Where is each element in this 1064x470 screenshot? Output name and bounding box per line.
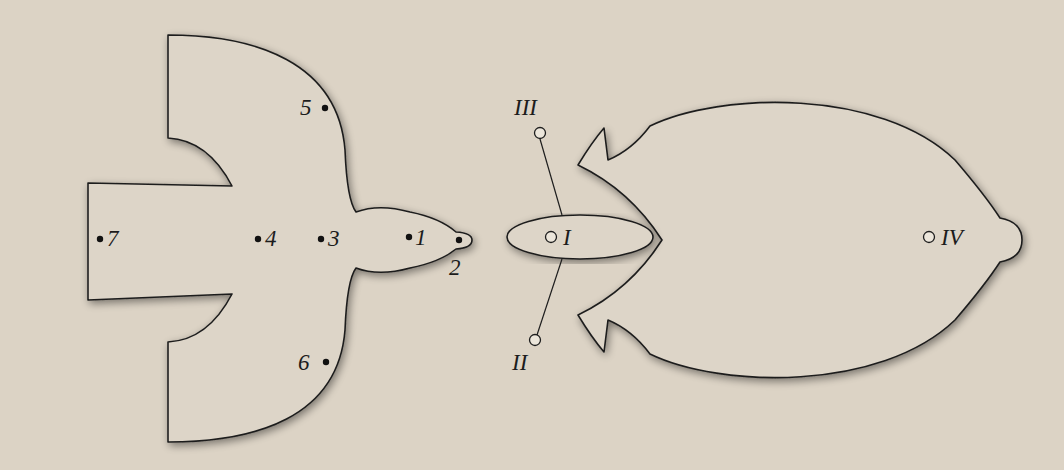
thread-line bbox=[540, 139, 562, 215]
point-dot bbox=[255, 236, 261, 242]
hole-circle bbox=[546, 232, 557, 243]
point-dot bbox=[323, 359, 329, 365]
point-label: 3 bbox=[328, 227, 340, 250]
dove-cutout bbox=[88, 35, 472, 442]
hole-circles bbox=[530, 128, 935, 346]
point-dot bbox=[456, 237, 462, 243]
point-dot bbox=[318, 236, 324, 242]
point-label: III bbox=[514, 96, 537, 119]
point-dot bbox=[322, 105, 328, 111]
point-dot bbox=[406, 234, 412, 240]
point-dots bbox=[97, 105, 462, 365]
point-label: 7 bbox=[107, 227, 119, 250]
ellipse-cutout bbox=[507, 215, 653, 259]
hole-circle bbox=[530, 335, 541, 346]
point-label: 4 bbox=[265, 227, 277, 250]
point-label: 1 bbox=[415, 226, 427, 249]
point-label: IV bbox=[941, 226, 963, 249]
hole-circle bbox=[924, 232, 935, 243]
point-label: 2 bbox=[449, 256, 461, 279]
point-label: 5 bbox=[300, 96, 312, 119]
point-label: I bbox=[563, 226, 571, 249]
point-label: II bbox=[512, 351, 527, 374]
point-dot bbox=[97, 236, 103, 242]
thread-line bbox=[537, 259, 562, 335]
hole-circle bbox=[535, 128, 546, 139]
point-label: 6 bbox=[298, 351, 310, 374]
